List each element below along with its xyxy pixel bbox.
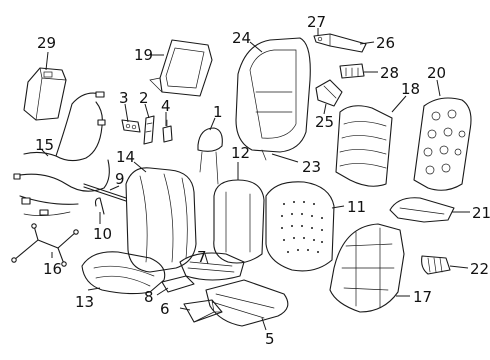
callout-24: 24 <box>232 29 251 47</box>
callout-13: 13 <box>75 293 94 311</box>
callout-12: 12 <box>231 144 250 162</box>
callout-14: 14 <box>116 148 135 166</box>
callout-3: 3 <box>119 89 129 107</box>
callout-29: 29 <box>37 34 56 52</box>
callout-1: 1 <box>213 103 223 121</box>
callout-2: 2 <box>139 89 149 107</box>
part-seatback-cover <box>125 167 197 273</box>
part-upper-bracket <box>313 33 367 53</box>
part-seat-cushion <box>81 251 166 295</box>
part-knob-4 <box>162 119 173 143</box>
part-spring-mat <box>335 105 393 187</box>
part-ground-harness <box>11 223 79 267</box>
callout-4: 4 <box>161 97 171 115</box>
callout-9: 9 <box>115 170 125 188</box>
callout-18: 18 <box>401 80 420 98</box>
part-backrest-lower <box>261 149 267 161</box>
part-control-module <box>23 67 67 121</box>
part-rod <box>83 183 127 202</box>
callout-17: 17 <box>413 288 432 306</box>
part-headrest <box>197 127 223 185</box>
part-backrest-shell <box>235 37 311 153</box>
part-clip-10 <box>94 197 105 215</box>
part-massage-mat <box>413 97 472 191</box>
callout-7: 7 <box>197 248 207 266</box>
part-rear-panel <box>149 39 213 97</box>
callout-16: 16 <box>43 260 62 278</box>
callout-5: 5 <box>265 330 275 348</box>
callout-11: 11 <box>347 198 366 216</box>
part-motor <box>421 255 451 275</box>
part-wiring-harness <box>13 91 110 216</box>
part-heating-mat <box>179 252 245 281</box>
leader-lines <box>41 28 470 331</box>
callout-10: 10 <box>93 225 112 243</box>
part-seat-base-pad <box>205 279 289 327</box>
callout-27: 27 <box>307 13 326 31</box>
part-switch-2 <box>143 115 155 145</box>
part-perforated-cushion <box>265 181 335 272</box>
part-clip-28 <box>339 63 365 79</box>
callout-22: 22 <box>470 260 489 278</box>
callout-8: 8 <box>144 288 154 306</box>
callout-labels: 1 2 3 4 5 6 7 8 9 10 11 12 13 14 15 16 1… <box>35 13 490 348</box>
part-seat-frame <box>329 223 405 313</box>
callout-21: 21 <box>472 204 490 222</box>
callout-19: 19 <box>134 46 153 64</box>
callout-28: 28 <box>380 64 399 82</box>
part-lumbar-bracket <box>315 79 343 107</box>
part-backrest-pad <box>213 179 265 264</box>
callout-6: 6 <box>160 300 170 318</box>
callout-20: 20 <box>427 64 446 82</box>
part-bracket-3 <box>121 119 141 133</box>
part-thin-pad <box>161 275 195 293</box>
callout-25: 25 <box>315 113 334 131</box>
callout-23: 23 <box>302 158 321 176</box>
callout-15: 15 <box>35 136 54 154</box>
part-heater-pad <box>389 197 455 223</box>
callout-26: 26 <box>376 34 395 52</box>
